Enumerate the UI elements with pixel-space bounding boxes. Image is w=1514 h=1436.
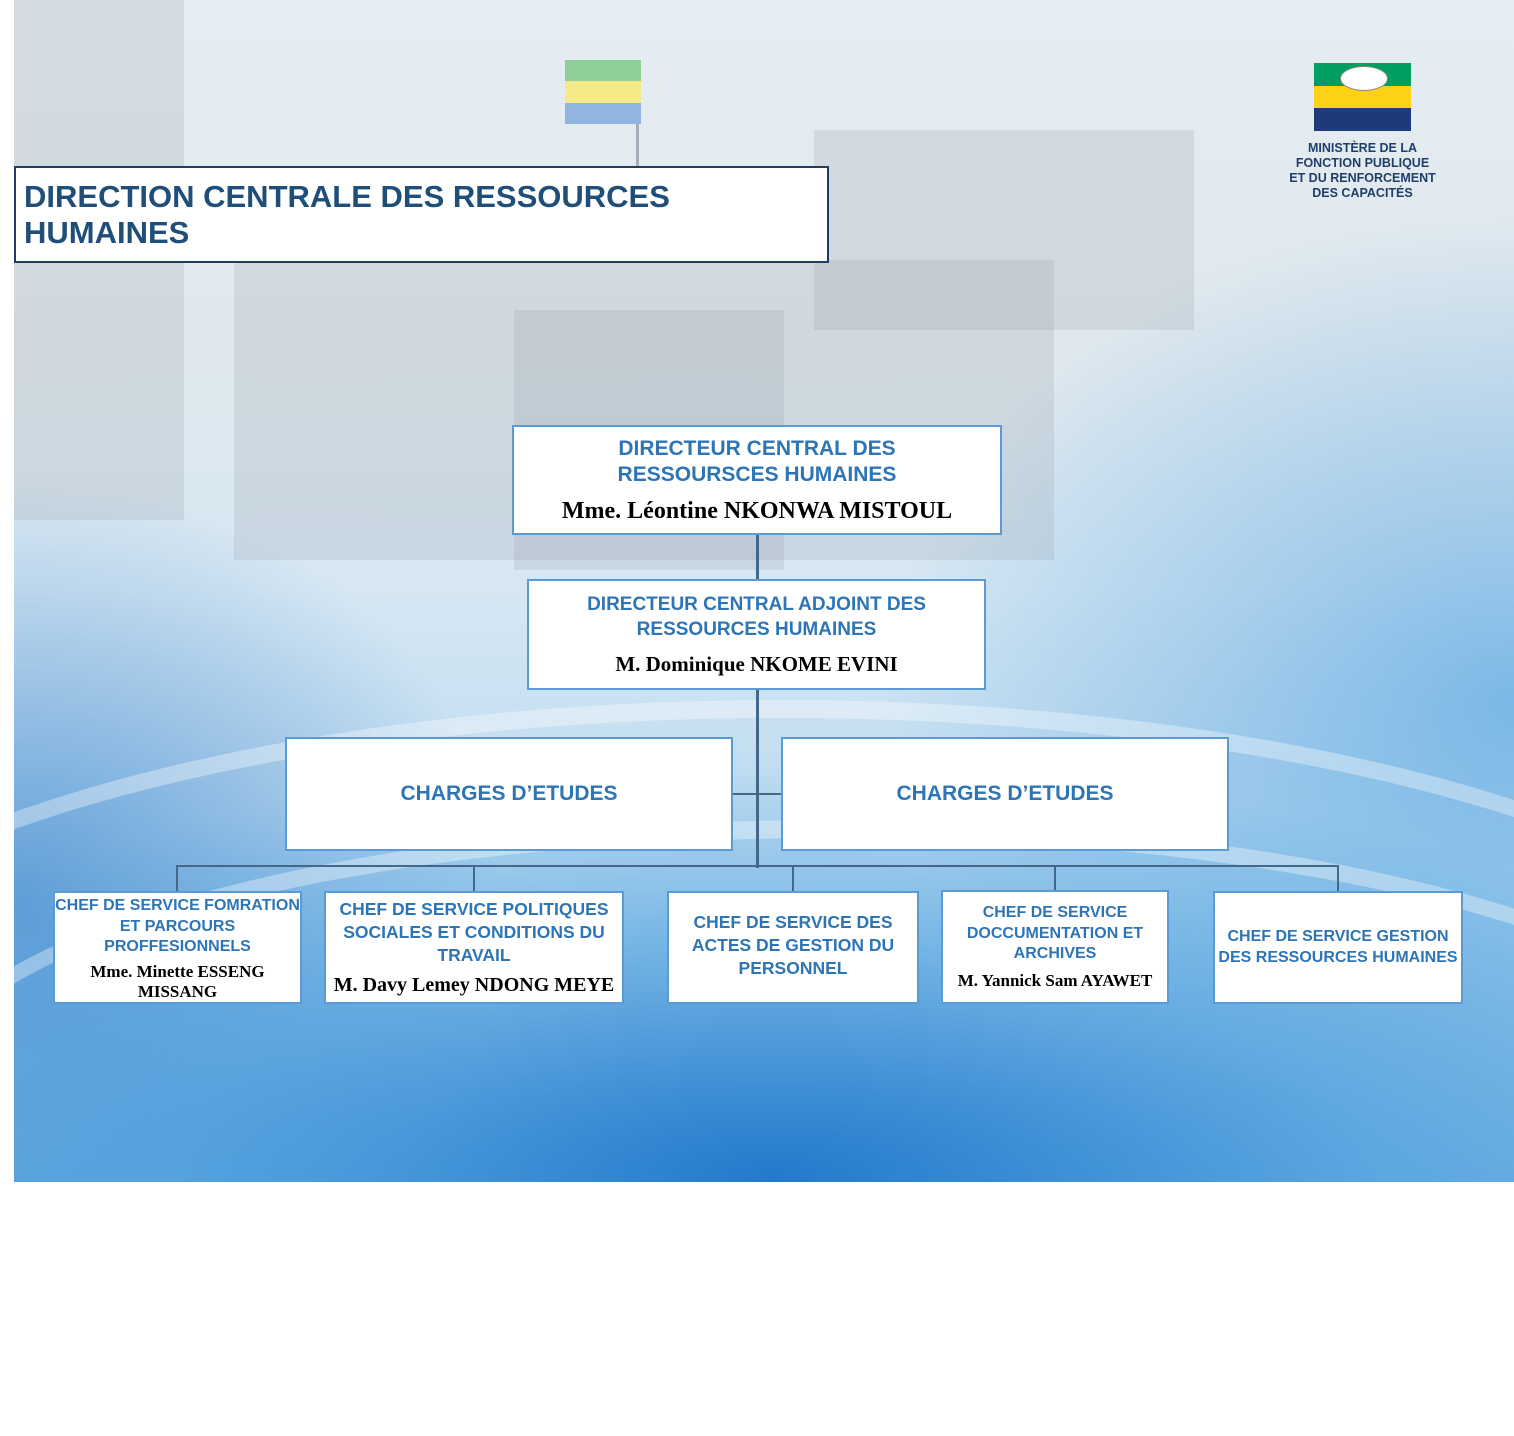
advisor-box: CHARGES D’ETUDES: [285, 737, 733, 851]
service-box-hr-management: CHEF DE SERVICE GESTION DES RESSOURCES H…: [1213, 891, 1463, 1004]
connector-drop: [792, 865, 794, 891]
building-flag: [565, 60, 641, 124]
ministry-line: MINISTÈRE DE LA: [1307, 141, 1418, 155]
service-role: CHEF DE SERVICE FOMRATION ET PARCOURS PR…: [55, 897, 300, 955]
service-box-personnel-acts: CHEF DE SERVICE DES ACTES DE GESTION DU …: [667, 891, 919, 1004]
service-role: CHEF DE SERVICE POLITIQUES SOCIALES ET C…: [339, 899, 609, 965]
ministry-logo: MINISTÈRE DE LA FONCTION PUBLIQUE ET DU …: [1285, 63, 1440, 201]
connector-services-bar: [176, 865, 1339, 867]
service-head-name: M. Yannick Sam AYAWET: [957, 970, 1153, 990]
connector-advisors: [733, 793, 781, 795]
service-role: CHEF DE SERVICE GESTION DES RESSOURCES H…: [1218, 928, 1458, 966]
gabon-flag-seal: [1314, 63, 1411, 131]
deputy-name: M. Dominique NKOME EVINI: [615, 652, 898, 676]
deputy-box: DIRECTEUR CENTRAL ADJOINT DES RESSOURCES…: [527, 579, 986, 690]
connector-drop: [473, 865, 475, 891]
director-role: DIRECTEUR CENTRAL DES RESSOURSCES HUMAIN…: [617, 436, 897, 486]
service-box-documentation: CHEF DE SERVICE DOCCUMENTATION ET ARCHIV…: [941, 890, 1169, 1004]
page-title: DIRECTION CENTRALE DES RESSOURCES HUMAIN…: [24, 178, 670, 250]
service-role: CHEF DE SERVICE DES ACTES DE GESTION DU …: [691, 912, 895, 978]
director-name: Mme. Léontine NKONWA MISTOUL: [561, 497, 953, 524]
advisor-role: CHARGES D’ETUDES: [400, 782, 618, 805]
advisor-role: CHARGES D’ETUDES: [896, 782, 1114, 805]
ministry-line: ET DU RENFORCEMENT: [1289, 171, 1436, 185]
connector-drop: [176, 865, 178, 891]
deputy-role: DIRECTEUR CENTRAL ADJOINT DES RESSOURCES…: [587, 594, 926, 640]
service-role: CHEF DE SERVICE DOCCUMENTATION ET ARCHIV…: [966, 904, 1144, 963]
republic-seal-icon: [1340, 66, 1388, 91]
service-head-name: M. Davy Lemey NDONG MEYE: [333, 974, 615, 996]
flag-pole: [636, 110, 639, 170]
connector-drop: [1337, 865, 1339, 891]
page-title-box: DIRECTION CENTRALE DES RESSOURCES HUMAIN…: [14, 166, 829, 263]
service-head-name: Mme. Minette ESSENG MISSANG: [90, 961, 265, 1001]
ministry-line: DES CAPACITÉS: [1312, 186, 1413, 200]
connector-trunk: [756, 535, 759, 868]
ministry-name: MINISTÈRE DE LA FONCTION PUBLIQUE ET DU …: [1285, 141, 1440, 201]
service-box-social-policy: CHEF DE SERVICE POLITIQUES SOCIALES ET C…: [324, 891, 624, 1004]
ministry-line: FONCTION PUBLIQUE: [1295, 156, 1430, 170]
advisor-box: CHARGES D’ETUDES: [781, 737, 1229, 851]
connector-drop: [1054, 865, 1056, 890]
director-box: DIRECTEUR CENTRAL DES RESSOURSCES HUMAIN…: [512, 425, 1002, 535]
service-box-training: CHEF DE SERVICE FOMRATION ET PARCOURS PR…: [53, 891, 302, 1004]
